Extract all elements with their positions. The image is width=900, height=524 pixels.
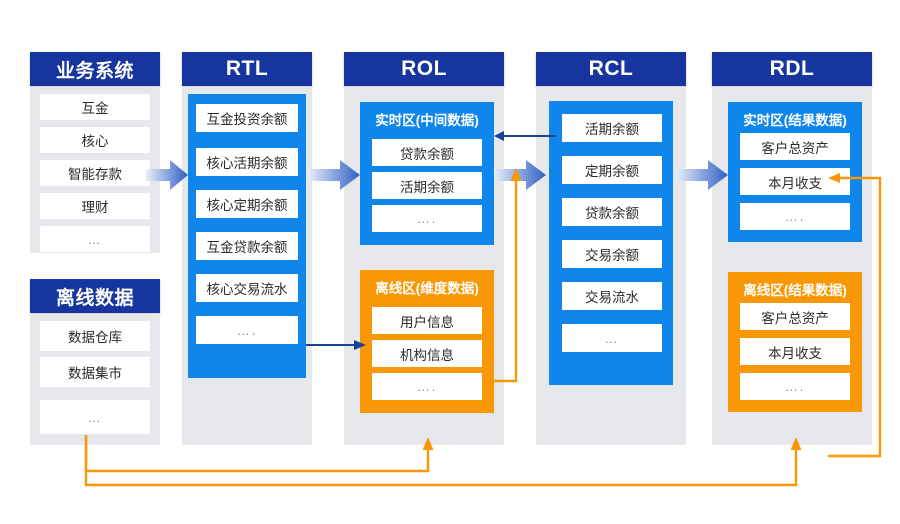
card-rcl-item: 活期余额 xyxy=(562,114,662,142)
card-rtl-item: 互金投资余额 xyxy=(196,104,298,132)
header-rol: ROL xyxy=(344,52,504,86)
card-rdl-offline-item-more: …. xyxy=(740,373,850,400)
card-business-item: 互金 xyxy=(40,94,150,120)
card-rol-offline-item-more: …. xyxy=(372,373,482,400)
card-rtl-item: 核心定期余额 xyxy=(196,190,298,218)
connector-rcl-to-rol-realtime xyxy=(494,131,556,141)
card-rcl-item: 交易流水 xyxy=(562,282,662,310)
connector-rtl-to-rol-offline xyxy=(306,340,366,350)
card-rdl-offline-item: 客户总资产 xyxy=(740,303,850,330)
zone-rdl-realtime-title: 实时区(结果数据) xyxy=(743,113,847,128)
card-rcl-item: 贷款余额 xyxy=(562,198,662,226)
zone-rdl-offline-title: 离线区(结果数据) xyxy=(743,283,847,298)
card-business-item: 核心 xyxy=(40,127,150,153)
card-offline-item-more: … xyxy=(40,400,150,434)
header-offline-data: 离线数据 xyxy=(30,279,160,313)
header-business-systems: 业务系统 xyxy=(30,52,160,86)
zone-rol-offline-title: 离线区(维度数据) xyxy=(375,281,479,296)
card-rtl-item: 核心交易流水 xyxy=(196,274,298,302)
card-rol-realtime-item: 活期余额 xyxy=(372,172,482,199)
zone-rol-realtime-title: 实时区(中间数据) xyxy=(375,113,479,128)
card-rol-offline-item: 机构信息 xyxy=(372,340,482,367)
arrow-rtl-to-rol xyxy=(308,160,360,190)
card-rtl-item: 核心活期余额 xyxy=(196,148,298,176)
connector-offlinedata-to-rdl-offline xyxy=(84,435,802,487)
connector-rol-offline-to-rcl xyxy=(492,168,522,383)
card-rcl-item-more: … xyxy=(562,324,662,352)
connector-rdl-offline-to-rdl-realtime xyxy=(828,173,882,458)
card-rcl-item: 定期余额 xyxy=(562,156,662,184)
arrow-rcl-to-rdl xyxy=(676,160,728,190)
card-rdl-realtime-item: 本月收支 xyxy=(740,168,850,195)
header-rdl: RDL xyxy=(712,52,872,86)
arrow-rol-to-rcl xyxy=(494,160,546,190)
card-business-item-more: … xyxy=(40,226,150,252)
arrow-business-to-rtl xyxy=(146,160,188,190)
header-rcl: RCL xyxy=(536,52,686,86)
card-rdl-realtime-item: 客户总资产 xyxy=(740,133,850,160)
card-offline-item: 数据集市 xyxy=(40,357,150,387)
card-rdl-offline-item: 本月收支 xyxy=(740,338,850,365)
card-rcl-item: 交易余额 xyxy=(562,240,662,268)
header-rtl: RTL xyxy=(182,52,312,86)
card-rdl-realtime-item-more: …. xyxy=(740,203,850,230)
card-business-item: 理财 xyxy=(40,193,150,219)
card-rtl-item: 互金贷款余额 xyxy=(196,232,298,260)
card-business-item: 智能存款 xyxy=(40,160,150,186)
card-rol-realtime-item: 贷款余额 xyxy=(372,139,482,166)
card-rol-offline-item: 用户信息 xyxy=(372,307,482,334)
card-rtl-item-more: …. xyxy=(196,316,298,344)
card-offline-item: 数据仓库 xyxy=(40,321,150,351)
card-rol-realtime-item-more: …. xyxy=(372,205,482,232)
